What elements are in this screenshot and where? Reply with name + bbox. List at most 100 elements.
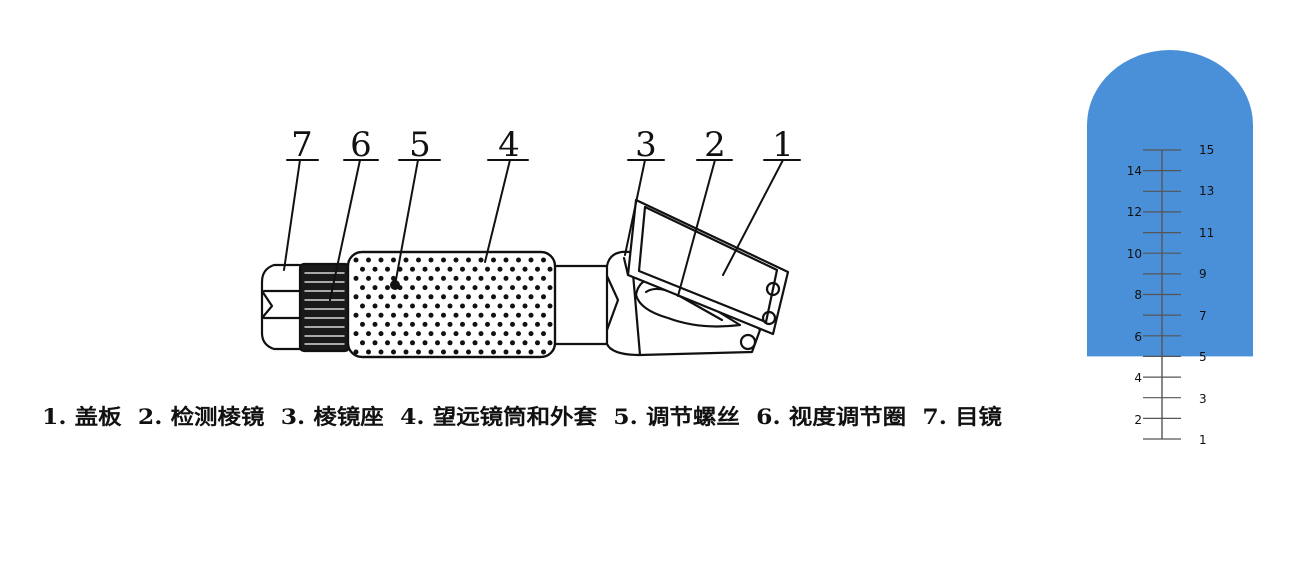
grip-dot	[372, 285, 378, 291]
grip-dot	[541, 294, 546, 300]
part-number-4: 4	[498, 125, 520, 165]
grip-dot	[522, 340, 528, 346]
grip-dot	[391, 312, 396, 318]
grip-dot	[472, 285, 478, 291]
grip-dot	[416, 312, 421, 318]
grip-dot	[535, 266, 540, 272]
grip-dot	[378, 349, 384, 355]
grip-dot	[416, 331, 421, 337]
grip-dot	[478, 312, 484, 318]
scale-labels: 15 14 13 12 11 10 9 8 7 6 5 4 3 2 1	[1127, 143, 1215, 447]
grip-dot	[541, 275, 546, 281]
grip-dot	[491, 275, 496, 281]
part-number-6: 6	[350, 125, 372, 165]
grip-dot	[541, 349, 546, 355]
refractometer-drawing	[260, 159, 801, 359]
grip-dot	[428, 312, 434, 318]
grip-dot	[503, 349, 509, 355]
grip-dot	[478, 257, 484, 263]
grip-dot	[535, 303, 540, 309]
scale-label-11: 11	[1199, 226, 1214, 240]
grip-dot	[535, 321, 540, 327]
grip-dot	[403, 257, 409, 263]
grip-dot	[466, 257, 471, 263]
grip-dot	[460, 321, 465, 327]
scale-label-1: 1	[1199, 433, 1207, 447]
grip-dot	[485, 285, 490, 291]
grip-dot	[460, 303, 465, 309]
scale-label-9: 9	[1199, 267, 1207, 281]
part-number-5: 5	[409, 125, 431, 165]
grip-dot	[416, 257, 421, 263]
grip-dot	[428, 349, 434, 355]
grip-dot	[447, 303, 453, 309]
grip-dot	[416, 294, 421, 300]
grip-dot	[385, 321, 390, 327]
grip-dot	[397, 321, 403, 327]
grip-dot	[510, 266, 515, 272]
scale-fill	[1087, 50, 1253, 357]
grip-dot	[391, 349, 396, 355]
grip-dot	[453, 257, 459, 263]
grip-dot	[385, 285, 390, 291]
scale-label-14: 14	[1127, 164, 1142, 178]
grip-dot	[403, 294, 409, 300]
grip-dot	[510, 285, 515, 291]
scale-label-15: 15	[1199, 143, 1214, 157]
grip-dot	[485, 321, 490, 327]
grip-dot	[435, 285, 440, 291]
grip-dot	[497, 340, 503, 346]
grip-dot	[422, 340, 428, 346]
grip-dot	[522, 285, 528, 291]
grip-dot	[478, 349, 484, 355]
scale-label-10: 10	[1127, 247, 1142, 261]
grip-dot	[441, 349, 446, 355]
grip-dot	[466, 312, 471, 318]
grip-dot	[353, 275, 359, 281]
grip-dot	[428, 275, 434, 281]
grip-dot	[366, 257, 371, 263]
grip-dot	[378, 275, 384, 281]
grip-dot	[397, 340, 403, 346]
grip-dot	[503, 331, 509, 337]
grip-dot	[535, 340, 540, 346]
grip-dot	[447, 340, 453, 346]
grip-dot	[541, 312, 546, 318]
grip-dot	[422, 285, 428, 291]
grip-dot	[447, 321, 453, 327]
grip-dot	[547, 321, 553, 327]
grip-dot	[466, 331, 471, 337]
grip-dot	[391, 257, 396, 263]
grip-dot	[472, 340, 478, 346]
grip-dot	[416, 349, 421, 355]
grip-dot	[435, 303, 440, 309]
grip-dot	[528, 294, 534, 300]
grip-dot	[453, 312, 459, 318]
grip-dot	[372, 266, 378, 272]
grip-dot	[528, 275, 534, 281]
cover-plate	[622, 198, 790, 351]
grip-dot	[353, 312, 359, 318]
grip-dot	[360, 340, 365, 346]
grip-dot	[391, 275, 396, 281]
grip-dot	[485, 266, 490, 272]
grip-dot	[422, 266, 428, 272]
part-numbers: 7 6 5 4 3 2 1	[291, 125, 794, 165]
part-number-7: 7	[291, 125, 313, 165]
grip-dot	[491, 257, 496, 263]
grip-dot	[435, 340, 440, 346]
grip-dot	[447, 285, 453, 291]
scale-ticks	[1143, 149, 1181, 440]
grip-dot	[441, 257, 446, 263]
diopter-ring	[298, 262, 351, 353]
grip-dot	[428, 257, 434, 263]
grip-dot	[460, 285, 465, 291]
grip-dot	[541, 331, 546, 337]
grip-dot	[547, 303, 553, 309]
grip-dot	[516, 349, 521, 355]
grip-dot	[503, 312, 509, 318]
leader-lines	[283, 159, 801, 301]
grip-dot	[491, 331, 496, 337]
grip-dot	[472, 303, 478, 309]
grip-dot	[353, 294, 359, 300]
